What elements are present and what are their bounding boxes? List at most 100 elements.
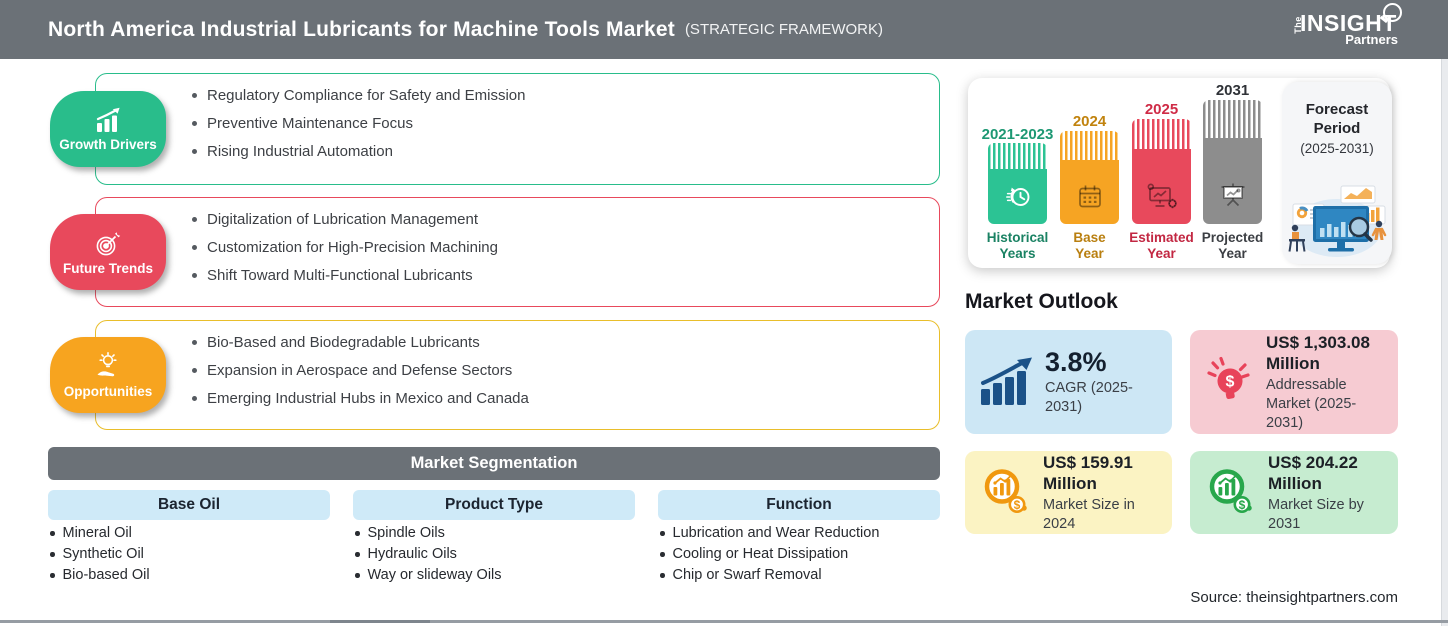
bottom-window-edge-segment bbox=[330, 620, 430, 623]
segment-item: Cooling or Heat Dissipation bbox=[660, 544, 940, 565]
bullet-dot bbox=[192, 340, 197, 345]
bullet-dot bbox=[192, 368, 197, 373]
monitor-gear-icon bbox=[1145, 182, 1179, 212]
segment-item: Hydraulic Oils bbox=[355, 544, 635, 565]
analysts-illustration bbox=[1285, 180, 1389, 260]
bullet-item: Rising Industrial Automation bbox=[192, 142, 939, 161]
segment-item: Spindle Oils bbox=[355, 523, 635, 544]
outlook-label: CAGR (2025-2031) bbox=[1045, 380, 1133, 415]
bullet-dot bbox=[660, 573, 665, 578]
bulb-dollar-icon: $ bbox=[1204, 354, 1256, 410]
bullet-dot bbox=[50, 552, 55, 557]
timeline-bar-projected-year bbox=[1203, 100, 1262, 224]
page-subtitle: (STRATEGIC FRAMEWORK) bbox=[684, 21, 883, 38]
magnifier-chart-icon: $ bbox=[1204, 466, 1258, 520]
opportunities-badge: Opportunities bbox=[50, 337, 166, 413]
svg-text:$: $ bbox=[1226, 374, 1235, 391]
projection-screen-icon bbox=[1217, 182, 1249, 212]
insight-partners-logo: The INSIGHT Partners bbox=[1293, 3, 1402, 50]
logo-insight-text: INSIGHT bbox=[1300, 10, 1397, 36]
calendar-icon bbox=[1075, 182, 1105, 212]
bar-stripes bbox=[1203, 100, 1262, 138]
timeline-year-2025: 2025 bbox=[1144, 101, 1179, 118]
future-trends-section: Digitalization of Lubrication Management… bbox=[95, 197, 940, 307]
outlook-label: Market Size in 2024 bbox=[1043, 496, 1135, 532]
growth-drivers-list: Regulatory Compliance for Safety and Emi… bbox=[96, 74, 939, 161]
future-trends-badge: Future Trends bbox=[50, 214, 166, 290]
timeline-year-2024: 2024 bbox=[1072, 113, 1107, 130]
outlook-card-market-size-in-2024: $ US$ 159.91 Million Market Size in 2024 bbox=[965, 451, 1172, 534]
growth-chart-icon bbox=[93, 107, 123, 135]
segment-item: Way or slideway Oils bbox=[355, 565, 635, 586]
forecast-period-panel: Forecast Period (2025-2031) bbox=[1282, 82, 1392, 264]
forecast-period-range: (2025-2031) bbox=[1300, 141, 1374, 156]
svg-text:$: $ bbox=[1239, 498, 1246, 512]
timeline-bar-base-year bbox=[1060, 131, 1119, 224]
bar-chart-growth-icon bbox=[979, 357, 1035, 407]
bullet-item: Shift Toward Multi-Functional Lubricants bbox=[192, 266, 939, 285]
bullet-item: Expansion in Aerospace and Defense Secto… bbox=[192, 361, 939, 380]
magnifier-chart-icon: $ bbox=[979, 466, 1033, 520]
timeline-bar-historical-years bbox=[988, 143, 1047, 224]
segment-column-header-function: Function bbox=[658, 490, 940, 520]
timeline-year-2021-2023: 2021-2023 bbox=[981, 126, 1054, 143]
bullet-item: Digitalization of Lubrication Management bbox=[192, 210, 939, 229]
bullet-dot bbox=[50, 573, 55, 578]
page-title: North America Industrial Lubricants for … bbox=[48, 17, 675, 41]
bullet-dot bbox=[660, 531, 665, 536]
market-segmentation-bar: Market Segmentation bbox=[48, 447, 940, 480]
right-scrollbar-strip[interactable] bbox=[1441, 59, 1448, 626]
future-trends-list: Digitalization of Lubrication Management… bbox=[96, 198, 939, 285]
bar-stripes bbox=[1060, 131, 1119, 160]
bullet-dot bbox=[192, 217, 197, 222]
segment-item: Synthetic Oil bbox=[50, 544, 330, 565]
outlook-value: 3.8% bbox=[1045, 347, 1107, 377]
outlook-card-addressable-market-2025-2031-: $ US$ 1,303.08 Million Addressable Marke… bbox=[1190, 330, 1398, 434]
bullet-dot bbox=[192, 273, 197, 278]
bullet-dot bbox=[192, 396, 197, 401]
bottom-window-edge bbox=[0, 620, 1448, 623]
bullet-item: Emerging Industrial Hubs in Mexico and C… bbox=[192, 389, 939, 408]
bullet-item: Bio-Based and Biodegradable Lubricants bbox=[192, 333, 939, 352]
source-attribution: Source: theinsightpartners.com bbox=[1190, 589, 1398, 606]
outlook-card-market-size-by-2031: $ US$ 204.22 Million Market Size by 2031 bbox=[1190, 451, 1398, 534]
segment-column-header-base-oil: Base Oil bbox=[48, 490, 330, 520]
bullet-item: Preventive Maintenance Focus bbox=[192, 114, 939, 133]
bar-stripes bbox=[1132, 119, 1191, 149]
segment-item: Bio-based Oil bbox=[50, 565, 330, 586]
segment-column-header-product-type: Product Type bbox=[353, 490, 635, 520]
market-segmentation-title: Market Segmentation bbox=[410, 454, 578, 472]
header-bar: North America Industrial Lubricants for … bbox=[0, 0, 1448, 59]
bullet-dot bbox=[355, 552, 360, 557]
segment-item: Mineral Oil bbox=[50, 523, 330, 544]
bullet-dot bbox=[50, 531, 55, 536]
bar-stripes bbox=[988, 143, 1047, 169]
magnifier-lens-icon bbox=[1383, 3, 1402, 22]
bullet-dot bbox=[192, 93, 197, 98]
outlook-value: US$ 204.22 Million bbox=[1268, 452, 1358, 493]
svg-text:$: $ bbox=[1014, 498, 1021, 512]
timeline-year-2031: 2031 bbox=[1215, 82, 1250, 99]
target-icon bbox=[93, 229, 123, 259]
bullet-dot bbox=[192, 149, 197, 154]
growth-drivers-badge: Growth Drivers bbox=[50, 91, 166, 167]
market-outlook-title: Market Outlook bbox=[965, 290, 1118, 313]
outlook-value: US$ 159.91 Million bbox=[1043, 452, 1133, 493]
logo-partners-text: Partners bbox=[1345, 32, 1398, 47]
segment-item: Chip or Swarf Removal bbox=[660, 565, 940, 586]
bullet-dot bbox=[660, 552, 665, 557]
outlook-card-cagr-2025-2031-: 3.8% CAGR (2025-2031) bbox=[965, 330, 1172, 434]
outlook-value: US$ 1,303.08 Million bbox=[1266, 332, 1370, 373]
history-clock-icon bbox=[1002, 182, 1034, 212]
outlook-label: Addressable Market (2025-2031) bbox=[1266, 376, 1357, 431]
outlook-label: Market Size by 2031 bbox=[1268, 496, 1364, 532]
bulb-hand-icon bbox=[93, 351, 123, 382]
bullet-dot bbox=[355, 573, 360, 578]
